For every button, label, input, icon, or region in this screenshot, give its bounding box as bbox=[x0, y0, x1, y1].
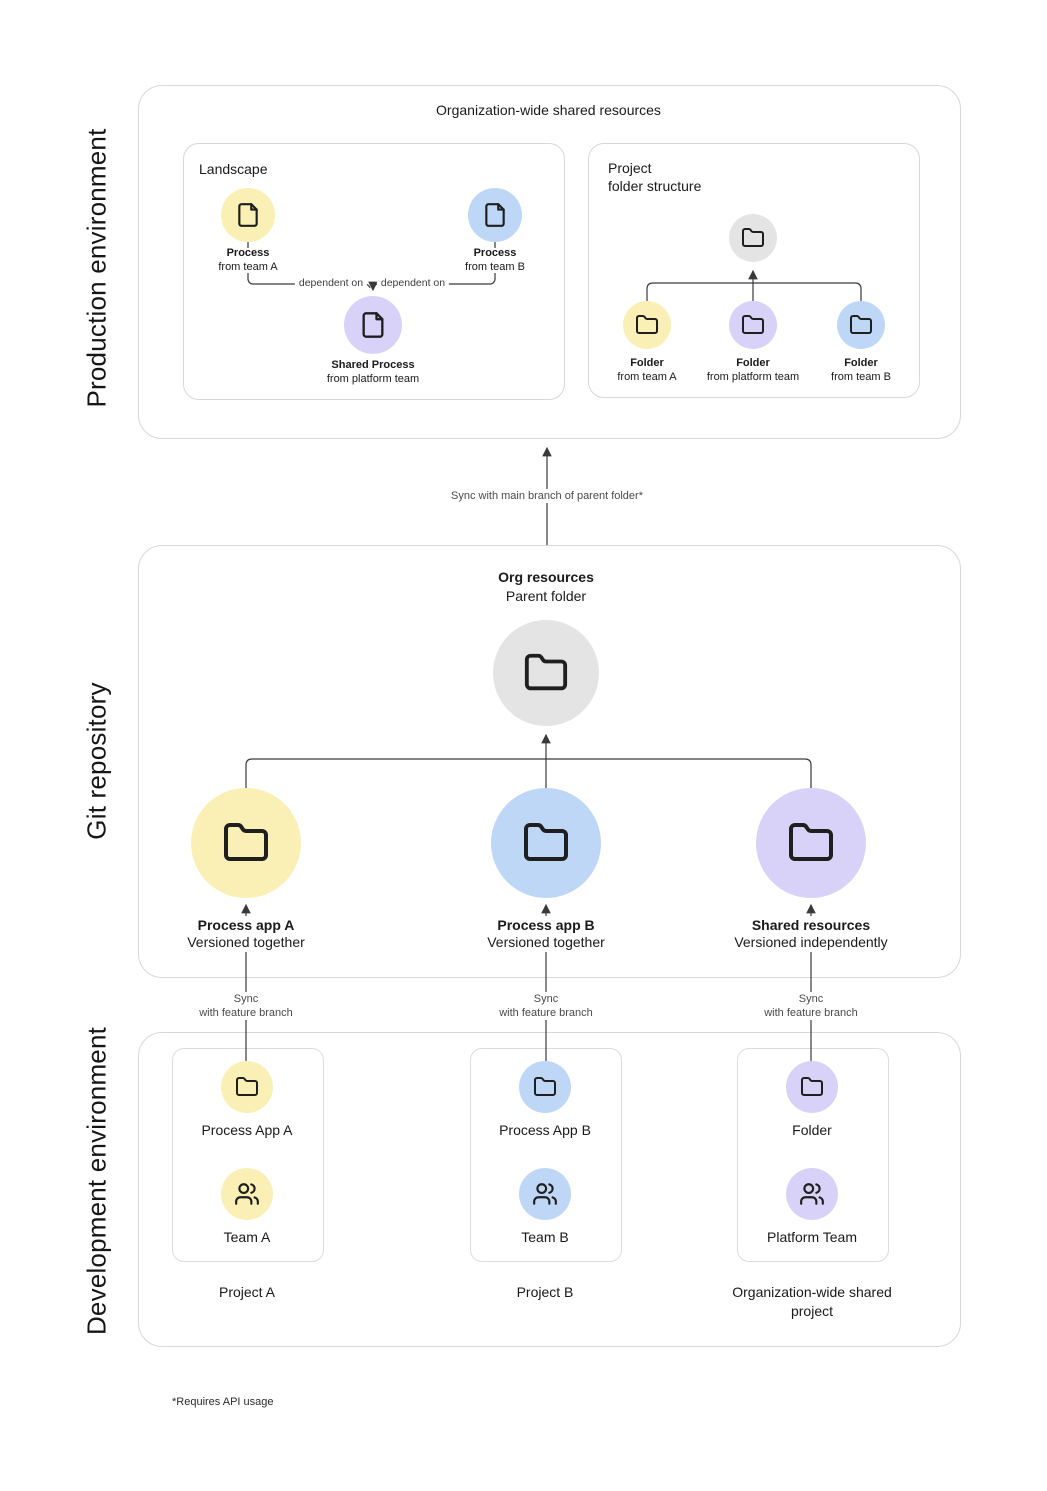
sync-feature-line1: Sync bbox=[533, 993, 559, 1005]
dev-folder-node bbox=[786, 1061, 838, 1113]
process-app-b-repo-node bbox=[491, 788, 601, 898]
org-resources-parent-folder-node bbox=[493, 620, 599, 726]
folder-icon bbox=[801, 1077, 823, 1096]
folder-platform-subtitle: from platform team bbox=[706, 371, 800, 383]
folder-structure-title-line2: folder structure bbox=[608, 178, 702, 194]
users-icon bbox=[533, 1183, 557, 1205]
dev-process-app-b-node bbox=[519, 1061, 571, 1113]
org-resources-title: Org resources bbox=[498, 569, 594, 585]
repo-b-title: Process app B bbox=[497, 917, 595, 933]
process-a-subtitle: from team A bbox=[218, 261, 278, 273]
folder-icon bbox=[524, 653, 568, 691]
dev-app-a-label: Process App A bbox=[201, 1122, 293, 1138]
folder-icon bbox=[224, 823, 268, 861]
shared-process-node bbox=[344, 296, 402, 354]
caption-line1: Project B bbox=[516, 1284, 574, 1300]
folder-team-b-title: Folder bbox=[844, 357, 878, 369]
shared-project-caption: Organization-wide shared project bbox=[702, 1283, 922, 1321]
production-title: Organization-wide shared resources bbox=[436, 102, 661, 118]
repo-a-title: Process app A bbox=[197, 917, 295, 933]
caption-line2: project bbox=[790, 1303, 834, 1319]
process-a-node bbox=[221, 188, 275, 242]
repo-shared-title: Shared resources bbox=[751, 917, 871, 933]
caption-line1: Project A bbox=[218, 1284, 276, 1300]
folder-team-b-node bbox=[837, 301, 885, 349]
platform-team-node bbox=[786, 1168, 838, 1220]
folder-platform-node bbox=[729, 301, 777, 349]
sync-feature-line1: Sync bbox=[798, 993, 824, 1005]
sync-feature-line2: with feature branch bbox=[499, 1007, 593, 1019]
sync-feature-label-a: Sync with feature branch bbox=[193, 992, 299, 1020]
dependent-on-label-right: dependent on bbox=[376, 277, 450, 289]
folder-structure-title-line1: Project bbox=[608, 160, 652, 176]
project-a-caption: Project A bbox=[137, 1283, 357, 1302]
dependent-on-label-left: dependent on bbox=[294, 277, 368, 289]
folder-team-a-title: Folder bbox=[630, 357, 664, 369]
platform-team-label: Platform Team bbox=[767, 1229, 857, 1245]
repo-b-subtitle: Versioned together bbox=[487, 934, 605, 950]
file-icon bbox=[238, 203, 258, 227]
dev-folder-label: Folder bbox=[792, 1122, 832, 1138]
git-section-label: Git repository bbox=[81, 682, 112, 840]
team-b-label: Team B bbox=[521, 1229, 569, 1245]
project-b-caption: Project B bbox=[435, 1283, 655, 1302]
process-app-a-repo-node bbox=[191, 788, 301, 898]
team-b-node bbox=[519, 1168, 571, 1220]
folder-icon bbox=[742, 228, 764, 247]
file-icon bbox=[362, 312, 384, 338]
folder-platform-title: Folder bbox=[736, 357, 770, 369]
production-section-label: Production environment bbox=[81, 128, 112, 408]
process-b-node bbox=[468, 188, 522, 242]
folder-team-a-subtitle: from team A bbox=[617, 371, 677, 383]
repo-a-subtitle: Versioned together bbox=[187, 934, 305, 950]
process-b-title: Process bbox=[473, 247, 517, 259]
shared-process-subtitle: from platform team bbox=[326, 373, 420, 385]
folder-team-a-node bbox=[623, 301, 671, 349]
process-a-title: Process bbox=[226, 247, 270, 259]
file-icon bbox=[485, 203, 505, 227]
team-a-label: Team A bbox=[223, 1229, 271, 1245]
landscape-panel bbox=[183, 143, 565, 400]
sync-feature-line2: with feature branch bbox=[764, 1007, 858, 1019]
git-repository-box bbox=[138, 545, 961, 978]
dev-app-b-label: Process App B bbox=[499, 1122, 591, 1138]
development-section-label: Development environment bbox=[81, 1026, 112, 1336]
folder-icon bbox=[789, 823, 833, 861]
folder-icon bbox=[524, 823, 568, 861]
folder-icon bbox=[850, 315, 872, 334]
landscape-title: Landscape bbox=[199, 161, 268, 177]
folder-icon bbox=[636, 315, 658, 334]
folder-icon bbox=[534, 1077, 556, 1096]
sync-feature-line1: Sync bbox=[233, 993, 259, 1005]
caption-line1: Organization-wide shared bbox=[732, 1284, 892, 1300]
repo-shared-subtitle: Versioned independently bbox=[734, 934, 888, 950]
sync-main-branch-label: Sync with main branch of parent folder* bbox=[445, 489, 649, 503]
users-icon bbox=[800, 1183, 824, 1205]
folder-icon bbox=[742, 315, 764, 334]
parent-folder-node-small bbox=[729, 214, 777, 262]
shared-resources-repo-node bbox=[756, 788, 866, 898]
sync-feature-label-shared: Sync with feature branch bbox=[758, 992, 864, 1020]
dev-process-app-a-node bbox=[221, 1061, 273, 1113]
org-resources-subtitle: Parent folder bbox=[505, 588, 587, 604]
shared-process-title: Shared Process bbox=[331, 359, 415, 371]
users-icon bbox=[235, 1183, 259, 1205]
process-b-subtitle: from team B bbox=[465, 261, 525, 273]
sync-feature-line2: with feature branch bbox=[199, 1007, 293, 1019]
folder-team-b-subtitle: from team B bbox=[831, 371, 891, 383]
footnote: *Requires API usage bbox=[172, 1396, 274, 1408]
folder-icon bbox=[236, 1077, 258, 1096]
team-a-node bbox=[221, 1168, 273, 1220]
sync-feature-label-b: Sync with feature branch bbox=[493, 992, 599, 1020]
